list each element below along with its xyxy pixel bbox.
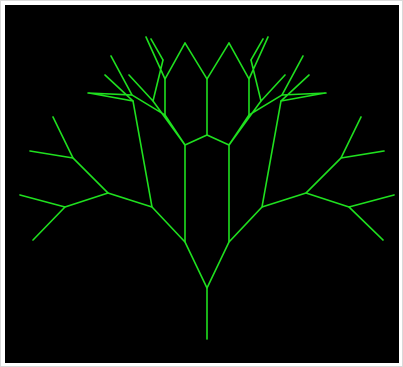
- tree-branch: [349, 207, 383, 240]
- tree-branch: [30, 151, 73, 158]
- tree-branch: [349, 195, 394, 207]
- tree-branch: [261, 75, 285, 101]
- tree-branch: [151, 39, 163, 60]
- tree-branch: [73, 158, 108, 193]
- tree-branch: [185, 43, 207, 79]
- tree-branch: [153, 101, 185, 145]
- drawing-canvas: [5, 5, 399, 363]
- tree-branch: [229, 43, 249, 79]
- tree-branch: [165, 43, 185, 79]
- tree-branch: [207, 43, 229, 79]
- tree-branch: [207, 135, 229, 145]
- fractal-tree: [5, 5, 399, 363]
- tree-branch: [229, 207, 262, 242]
- tree-branch: [185, 135, 207, 145]
- tree-branch: [341, 117, 361, 158]
- tree-branch: [33, 207, 65, 240]
- tree-branch: [152, 207, 185, 242]
- tree-branch: [65, 193, 108, 207]
- tree-branch: [108, 193, 152, 207]
- tree-branch: [20, 195, 65, 207]
- tree-branch: [251, 60, 261, 101]
- tree-branch: [262, 101, 281, 207]
- tree-branch: [306, 193, 349, 207]
- tree-branch: [129, 75, 153, 101]
- tree-branch: [207, 242, 229, 288]
- tree-branch: [53, 117, 73, 158]
- tree-branch: [306, 158, 341, 193]
- tree-branch: [185, 242, 207, 288]
- tree-branch: [262, 193, 306, 207]
- tree-branch: [229, 101, 261, 145]
- tree-branch: [153, 60, 163, 101]
- tree-branch: [251, 39, 263, 60]
- tree-branch: [341, 151, 384, 158]
- tree-branch: [133, 101, 152, 207]
